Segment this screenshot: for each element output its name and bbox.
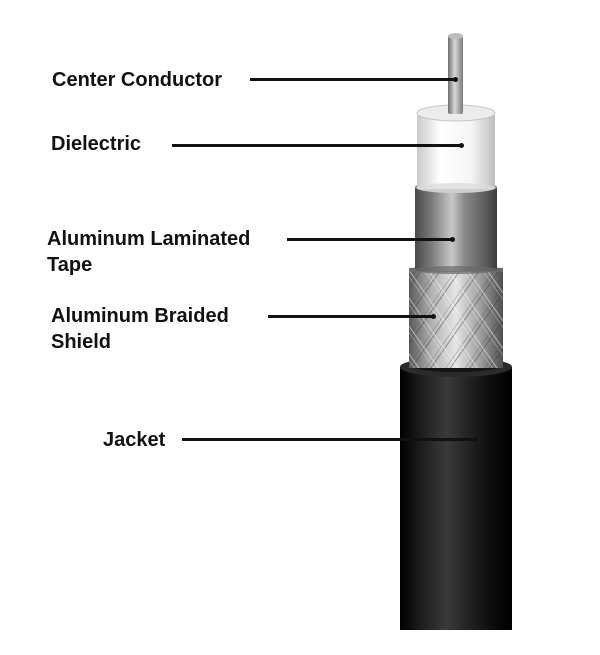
label-aluminum-braided-shield: Aluminum Braided Shield [51, 303, 229, 355]
label-center-conductor-line-1: Center Conductor [52, 69, 222, 91]
label-aluminum-laminated-tape-line-1: Aluminum Laminated [47, 228, 251, 250]
center-conductor-layer [448, 33, 463, 114]
label-aluminum-braided-shield-line-1: Aluminum Braided [51, 305, 229, 327]
label-jacket: Jacket [103, 427, 165, 453]
braided-shield-layer [409, 265, 503, 368]
label-aluminum-laminated-tape-line-2: Tape [47, 254, 93, 276]
leader-line-center-conductor [250, 77, 458, 82]
label-aluminum-braided-shield-line-2: Shield [51, 331, 112, 353]
dielectric-layer [416, 104, 496, 193]
label-aluminum-laminated-tape: Aluminum Laminated Tape [47, 226, 250, 278]
label-center-conductor: Center Conductor [52, 67, 222, 93]
jacket-layer [400, 357, 512, 630]
label-dielectric-line-1: Dielectric [51, 133, 142, 155]
label-dielectric: Dielectric [51, 131, 141, 157]
laminated-tape-layer [413, 181, 499, 274]
leader-line-aluminum-braided-shield [268, 314, 436, 319]
leader-line-aluminum-laminated-tape [287, 237, 455, 242]
label-jacket-line-1: Jacket [103, 429, 166, 451]
leader-line-jacket [182, 437, 478, 442]
leader-line-dielectric [172, 143, 464, 148]
